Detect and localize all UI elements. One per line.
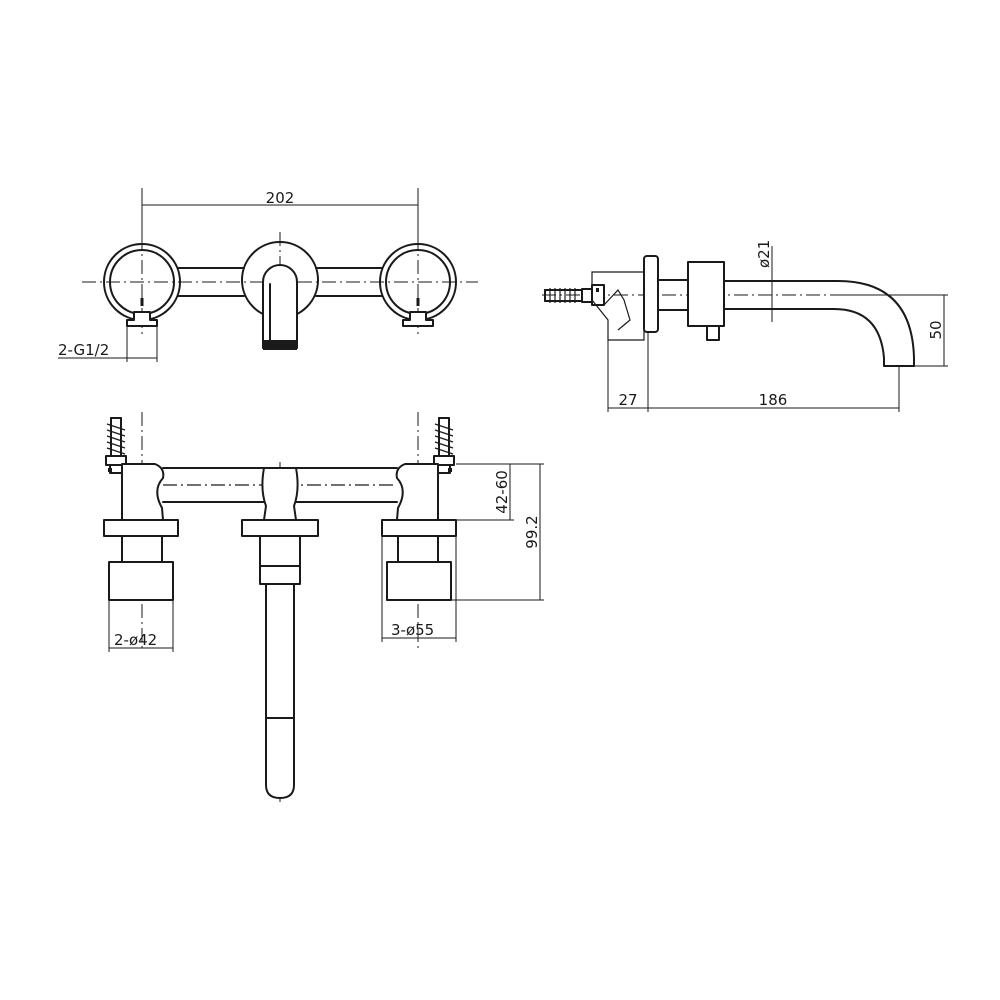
left-handle-front [103,243,181,327]
dim-adjust-range: 42-60 [493,470,511,514]
side-view [542,255,915,367]
center-spout-top [241,467,319,799]
right-valve-top [381,463,457,601]
dim-flange-diameter: 3-ø55 [391,621,434,639]
front-view [82,188,478,350]
dim-spout-drop: 50 [927,320,945,339]
dim-spout-projection: 186 [759,391,788,409]
dim-total-depth: 99.2 [523,515,541,548]
spout-front [241,241,319,350]
front-dimensions: 202 2-G1/2 [58,189,419,362]
dim-overall-width: 202 [266,189,295,207]
right-handle-front [379,243,457,327]
valve-cavity [603,289,631,331]
side-dimensions: ø21 50 27 186 [607,240,948,412]
dim-inlet-thread: 2-G1/2 [58,341,109,359]
dim-wall-depth: 27 [618,391,637,409]
spout-body [687,261,725,327]
wall-flange [643,255,659,333]
left-threaded-rod [105,417,127,474]
right-threaded-rod [433,417,455,474]
dim-spout-diameter: ø21 [755,240,773,268]
spout-inner [723,308,885,367]
top-dimensions: 42-60 99.2 2-ø42 3-ø55 [108,463,544,652]
spout-outer [723,280,915,367]
left-valve-top [103,463,179,601]
dim-handle-diameter: 2-ø42 [114,631,157,649]
top-view [103,412,457,802]
body-screw [706,325,720,341]
